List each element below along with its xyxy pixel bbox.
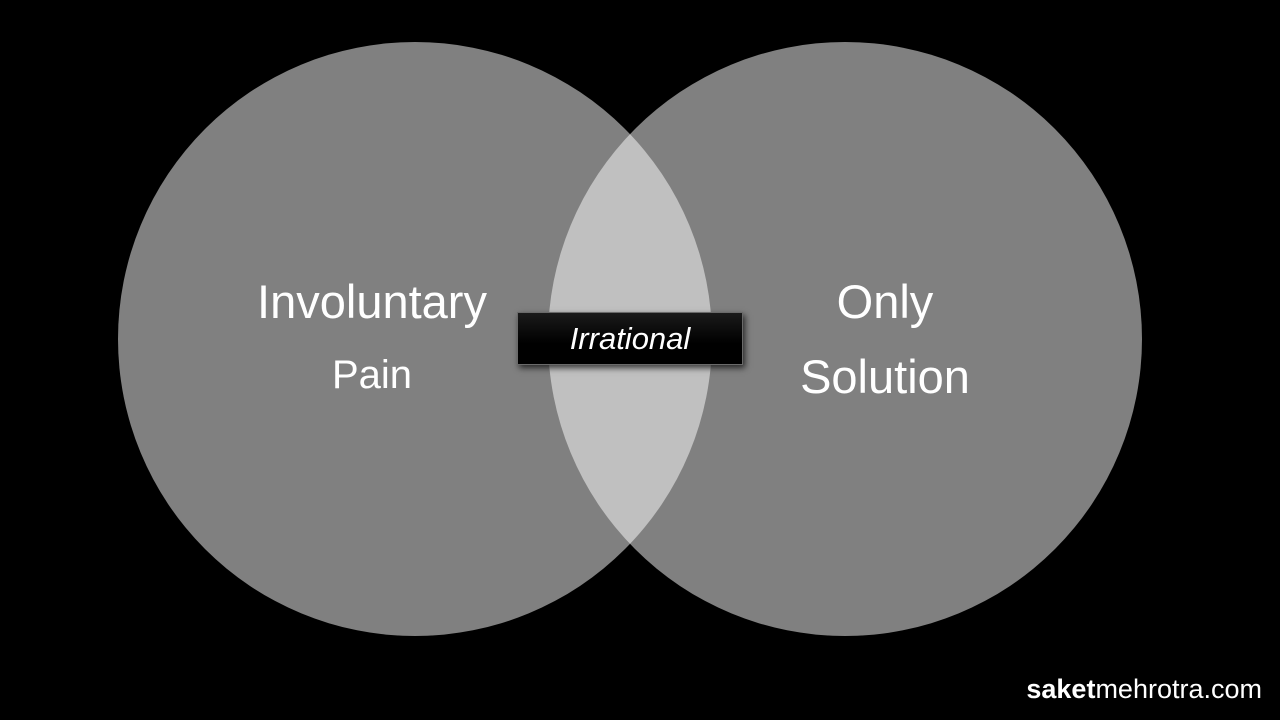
right-set-label-line1: Only (836, 275, 934, 328)
watermark-regular-part: mehrotra.com (1095, 674, 1262, 704)
right-circle (548, 42, 1142, 636)
left-set-label-line2: Pain (331, 353, 413, 397)
left-set-label-line1: Involuntary (257, 275, 487, 328)
intersection-label: Irrational (517, 312, 743, 365)
right-set-label-line2: Solution (800, 350, 970, 403)
watermark: saketmehrotra.com (1026, 676, 1262, 703)
watermark-bold-part: saket (1026, 674, 1096, 704)
left-circle (118, 42, 712, 636)
